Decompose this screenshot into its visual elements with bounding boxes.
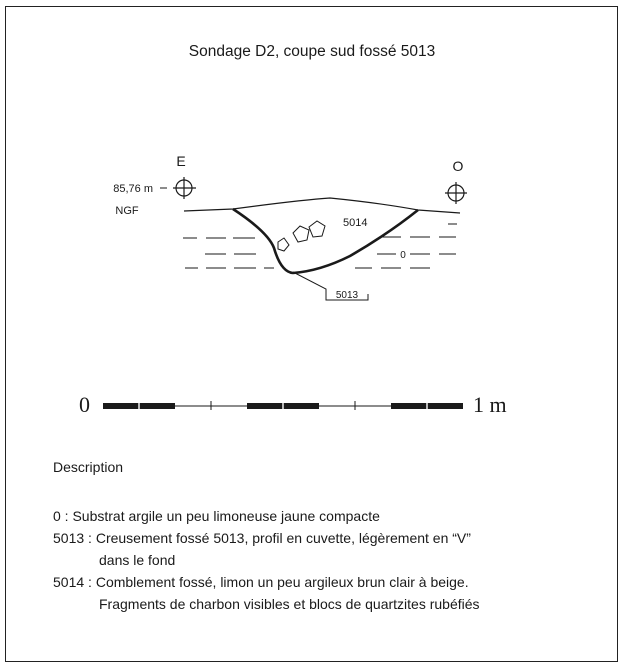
legend-key: 5013 : [53, 530, 96, 546]
east-datum-marker-icon [173, 177, 196, 199]
legend-text: Creusement fossé 5013, profil en cuvette… [95, 530, 471, 546]
figure-frame [5, 6, 618, 662]
legend-continuation: Fragments de charbon visibles et blocs d… [99, 596, 480, 612]
scale-start-label: 0 [79, 392, 90, 417]
ditch-profile [232, 207, 419, 275]
legend-key: 5014 : [53, 574, 96, 590]
west-datum-marker-icon [445, 182, 467, 204]
list-item: 5014 : Comblement fossé, limon un peu ar… [53, 571, 480, 593]
substrate-hatching [183, 223, 457, 269]
legend-text: Substrat argile un peu limoneuse jaune c… [72, 508, 380, 524]
description-heading: Description [53, 459, 124, 475]
datum-label: NGF [115, 205, 139, 217]
legend-continuation: dans le fond [99, 552, 176, 568]
elevation-label: 85,76 m [113, 183, 153, 195]
ground-surface [183, 197, 461, 214]
scale-end-label: 1 m [473, 392, 507, 417]
cut-label: 5013 [336, 290, 359, 301]
cut-leader [292, 271, 369, 301]
east-label: E [176, 153, 185, 169]
west-label: O [453, 158, 464, 174]
legend-key: 0 : [53, 508, 73, 524]
figure-title: Sondage D2, coupe sud fossé 5013 [188, 43, 436, 60]
legend-text: Comblement fossé, limon un peu argileux … [95, 574, 469, 590]
list-item: 0 : Substrat argile un peu limoneuse jau… [53, 505, 480, 527]
list-item: 5013 : Creusement fossé 5013, profil en … [53, 527, 480, 549]
substrate-label: 0 [400, 250, 406, 261]
quartzite-block-2 [292, 225, 310, 243]
scale-bar [103, 401, 463, 410]
quartzite-block-3 [308, 220, 326, 238]
description-list: 0 : Substrat argile un peu limoneuse jau… [53, 505, 480, 615]
quartzite-blocks [277, 220, 326, 252]
fill-label: 5014 [343, 217, 367, 229]
quartzite-block-1 [277, 237, 290, 252]
